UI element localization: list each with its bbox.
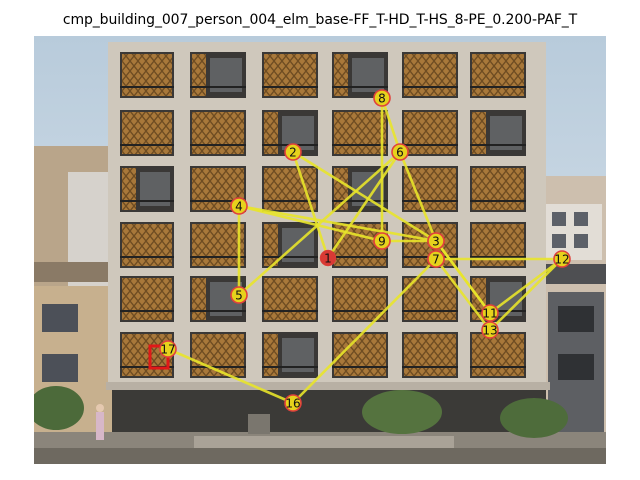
graph-node: 16: [284, 394, 302, 412]
balcony-bay: [402, 110, 458, 156]
plot-area: 12456891031471112131617: [34, 36, 606, 464]
balcony-bay: [190, 52, 246, 98]
node-marker: [284, 143, 302, 161]
graph-node: 13: [481, 321, 499, 339]
graph-edge: [292, 258, 437, 404]
balcony-bay: [470, 332, 526, 378]
balcony-bay: [190, 110, 246, 156]
graph-edge: [292, 150, 437, 243]
graph-edges: [167, 97, 563, 405]
balcony-bay: [470, 110, 526, 156]
node-marker: [373, 232, 391, 250]
node-label: 13: [482, 324, 497, 338]
node-label: 6: [396, 146, 404, 160]
node-marker: [553, 250, 571, 268]
right-neighbour-building: [544, 176, 606, 464]
graph-edge: [167, 347, 294, 405]
graph-edge: [434, 240, 492, 314]
balcony-bay: [190, 222, 246, 268]
graph-edge: [326, 151, 402, 259]
graph-edge: [398, 151, 438, 242]
balcony-bay: [262, 332, 318, 378]
graph-edge: [489, 257, 563, 315]
balcony-bay: [262, 166, 318, 212]
figure-title: cmp_building_007_person_004_elm_base-FF_…: [62, 12, 578, 28]
balcony-bay: [332, 52, 388, 98]
balcony-bay: [402, 166, 458, 212]
node-marker: [284, 394, 302, 412]
balcony-bay: [470, 166, 526, 212]
balcony-bay: [120, 222, 174, 268]
node-label: 12: [554, 253, 569, 267]
node-marker: [230, 286, 248, 304]
balcony-bay: [262, 52, 318, 98]
node-marker: [481, 304, 499, 322]
node-label: 9: [378, 235, 386, 249]
node-marker: [427, 232, 445, 250]
facade: [108, 42, 546, 388]
balcony-bay: [120, 110, 174, 156]
graph-node: 17: [159, 340, 177, 358]
graph-node: 12: [553, 250, 571, 268]
graph-node: 3: [427, 232, 445, 250]
graph-edge: [238, 204, 437, 243]
node-marker: [427, 250, 445, 268]
balcony-bay: [262, 276, 318, 322]
balcony-bay: [332, 276, 388, 322]
balcony-bay: [120, 52, 174, 98]
node-label: 7: [432, 253, 440, 267]
graph-node: 1: [319, 249, 337, 267]
graph-edge: [489, 258, 563, 331]
graph-node: 8: [373, 89, 391, 107]
balcony-bay: [332, 110, 388, 156]
node-marker: [481, 321, 499, 339]
node-marker: [391, 143, 409, 161]
graph-edge: [434, 258, 492, 331]
graph-node: 6: [391, 143, 409, 161]
node-label: 11: [482, 307, 497, 321]
graph-edge: [291, 151, 330, 259]
node-marker: [230, 197, 248, 215]
balcony-bay: [120, 166, 174, 212]
graph-nodes: 12456891031471112131617: [159, 89, 571, 412]
graph-node: 11: [481, 304, 499, 322]
balcony-bay: [120, 276, 174, 322]
node-label: 4: [235, 200, 243, 214]
balcony-bay: [262, 222, 318, 268]
balcony-bay: [470, 52, 526, 98]
graph-edge: [238, 151, 401, 296]
graph-node: 4: [230, 197, 248, 215]
graph-node: 7: [427, 250, 445, 268]
building-photo: 12456891031471112131617: [34, 36, 606, 464]
balcony-bay: [402, 332, 458, 378]
graph-edge: [380, 97, 402, 153]
node-label: 5: [235, 289, 243, 303]
graph-node: 9: [373, 232, 391, 250]
balcony-bay: [402, 52, 458, 98]
graph-edge: [238, 204, 383, 243]
node-label: 17: [160, 343, 175, 357]
node-label: 16: [285, 397, 300, 411]
street-level: [34, 382, 606, 464]
balcony-bay: [470, 222, 526, 268]
balcony-bay: [262, 110, 318, 156]
node-label: 3: [432, 235, 440, 249]
graph-node: 2: [284, 143, 302, 161]
node-marker: [373, 89, 391, 107]
node-label: 1: [324, 252, 332, 266]
node-label: 2: [289, 146, 297, 160]
node-marker: [159, 340, 177, 358]
node-marker: [319, 249, 337, 267]
facade-bays: [120, 52, 526, 378]
balcony-bay: [402, 276, 458, 322]
node-label: 8: [378, 92, 386, 106]
graph-node: 5: [230, 286, 248, 304]
